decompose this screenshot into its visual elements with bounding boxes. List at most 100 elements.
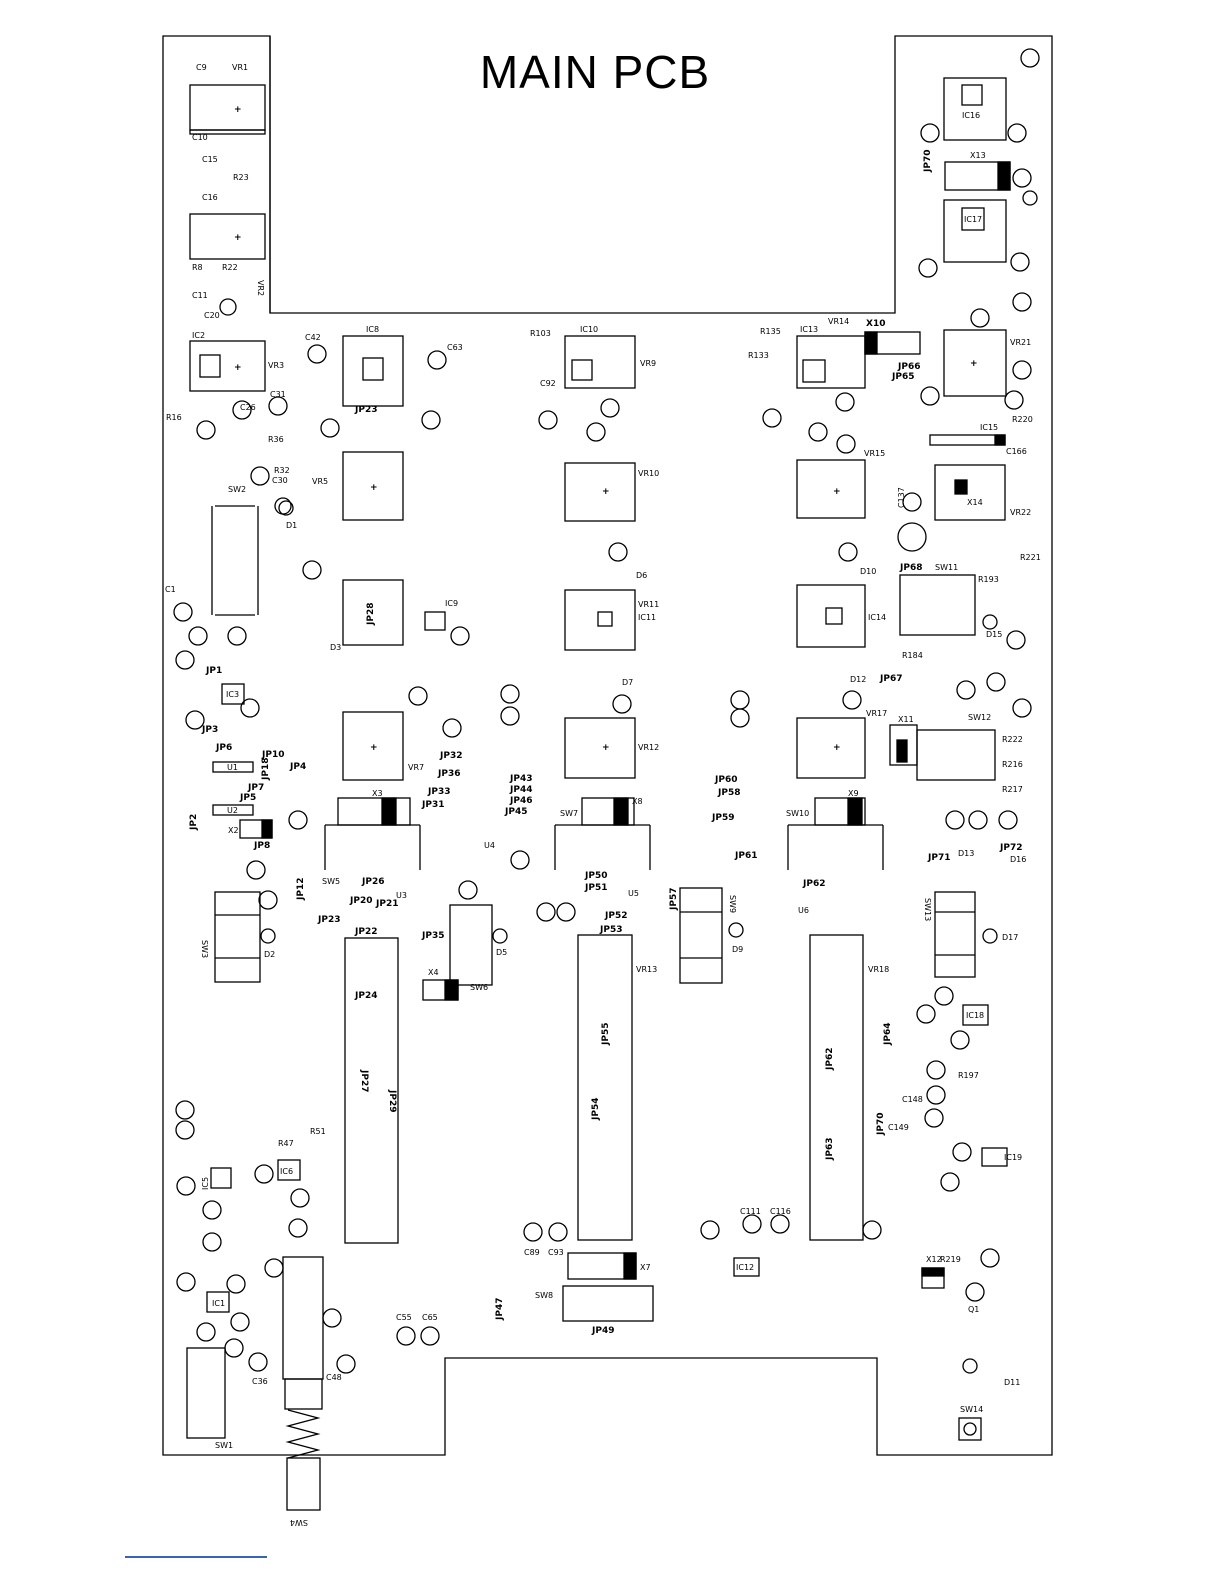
svg-text:JP59: JP59 — [711, 813, 734, 823]
svg-text:D2: D2 — [264, 950, 275, 959]
vr1-block: VR1 + — [189, 63, 266, 135]
svg-text:JP61: JP61 — [734, 851, 757, 861]
svg-text:C166: C166 — [1006, 447, 1027, 456]
svg-text:C26: C26 — [240, 403, 256, 412]
sw7-body: SW7 — [554, 809, 651, 870]
svg-text:JP36: JP36 — [437, 769, 460, 779]
svg-text:+: + — [833, 487, 841, 497]
x14-block: X14 VR22 — [897, 464, 1031, 552]
svg-text:D16: D16 — [1010, 855, 1026, 864]
svg-text:R221: R221 — [1020, 553, 1041, 562]
svg-text:C63: C63 — [447, 343, 463, 352]
svg-text:R36: R36 — [268, 435, 284, 444]
svg-text:JP3: JP3 — [201, 725, 218, 735]
svg-text:IC14: IC14 — [868, 613, 886, 622]
svg-text:C111: C111 — [740, 1207, 761, 1216]
svg-text:JP67: JP67 — [879, 674, 902, 684]
x9-block: X9 — [814, 789, 866, 826]
svg-text:D15: D15 — [986, 630, 1002, 639]
svg-text:R220: R220 — [1012, 415, 1033, 424]
svg-text:VR18: VR18 — [868, 965, 889, 974]
ic8-block: IC8 JP23 — [342, 325, 404, 415]
svg-text:JP8: JP8 — [253, 841, 270, 851]
svg-text:VR17: VR17 — [866, 709, 887, 718]
svg-text:JP51: JP51 — [584, 883, 607, 893]
svg-text:JP44: JP44 — [509, 785, 532, 795]
ic11-block: IC11 VR11 — [564, 589, 659, 651]
svg-text:JP64: JP64 — [883, 1023, 893, 1046]
svg-text:R197: R197 — [958, 1071, 979, 1080]
svg-text:+: + — [234, 105, 242, 115]
svg-text:C116: C116 — [770, 1207, 791, 1216]
svg-text:SW7: SW7 — [560, 809, 578, 818]
svg-text:VR7: VR7 — [408, 763, 424, 772]
svg-text:C93: C93 — [548, 1248, 564, 1257]
left-u-block: U1 U2 X2 JP8 JP7 JP5 JP4 JP10 JP6 JP3 JP… — [165, 585, 306, 851]
svg-text:JP26: JP26 — [361, 877, 384, 887]
svg-text:JP23: JP23 — [354, 405, 377, 415]
svg-text:IC16: IC16 — [962, 111, 980, 120]
svg-text:IC18: IC18 — [966, 1011, 984, 1020]
svg-text:JP23: JP23 — [317, 915, 340, 925]
svg-text:SW11: SW11 — [935, 563, 958, 572]
ic10-block: IC10 VR9 — [564, 325, 656, 389]
svg-text:JP71: JP71 — [927, 853, 950, 863]
sw3-block: SW3 — [200, 891, 261, 983]
sw9-block: SW9 — [679, 887, 737, 984]
svg-text:SW6: SW6 — [470, 983, 488, 992]
svg-text:IC19: IC19 — [1004, 1153, 1022, 1162]
svg-text:X11: X11 — [898, 715, 914, 724]
svg-text:+: + — [370, 483, 378, 493]
svg-text:IC8: IC8 — [366, 325, 379, 334]
svg-text:R193: R193 — [978, 575, 999, 584]
right-jumpers: JP66 JP65 JP68 JP67 JP71 JP72 JP64 JP70 … — [876, 150, 1022, 1136]
sw2-block: SW2 — [211, 485, 259, 616]
svg-text:+: + — [602, 743, 610, 753]
ref-labels: C42 C63 C31 C26 R16 R36 R32 C30 R103 C92… — [166, 327, 1041, 1386]
long-connector-middle: JP53 JP55 JP54 VR13 — [577, 925, 657, 1241]
svg-text:JP60: JP60 — [714, 775, 737, 785]
svg-text:R8: R8 — [192, 263, 203, 272]
svg-text:JP2: JP2 — [189, 814, 199, 831]
svg-text:R22: R22 — [222, 263, 238, 272]
jp24-block: JP28 IC9 — [342, 579, 458, 646]
svg-text:JP4: JP4 — [289, 762, 306, 772]
svg-text:X3: X3 — [372, 789, 383, 798]
x3-block: X3 — [337, 789, 411, 826]
ic2-vr3-block: IC2 VR3 + — [189, 331, 284, 392]
svg-text:R16: R16 — [166, 413, 182, 422]
sw12-block: SW12 X11 — [889, 713, 996, 781]
svg-text:C11: C11 — [192, 291, 208, 300]
svg-text:X14: X14 — [967, 498, 983, 507]
svg-text:R222: R222 — [1002, 735, 1023, 744]
svg-text:VR12: VR12 — [638, 743, 659, 752]
svg-text:X7: X7 — [640, 1263, 651, 1272]
svg-text:JP10: JP10 — [261, 750, 284, 760]
svg-text:JP45: JP45 — [504, 807, 527, 817]
svg-text:JP66: JP66 — [897, 362, 920, 372]
svg-text:JP65: JP65 — [891, 372, 914, 382]
ic16-block: IC16 — [943, 77, 1007, 141]
svg-text:C20: C20 — [204, 311, 220, 320]
svg-text:VR10: VR10 — [638, 469, 659, 478]
svg-text:JP70: JP70 — [923, 150, 933, 173]
svg-text:SW12: SW12 — [968, 713, 991, 722]
x7-sw8-block: X7 SW8 JP49 — [535, 1252, 654, 1336]
ic19-block: IC19 — [981, 1147, 1022, 1167]
left-top-parts: C9 C10 C15 C16 R23 R8 R22 C11 C20 — [192, 63, 249, 320]
svg-text:C42: C42 — [305, 333, 321, 342]
svg-text:JP7: JP7 — [247, 783, 264, 793]
svg-text:C149: C149 — [888, 1123, 909, 1132]
svg-text:Q1: Q1 — [968, 1305, 979, 1314]
svg-text:C92: C92 — [540, 379, 556, 388]
svg-text:D6: D6 — [636, 571, 647, 580]
bottom-accent-line — [125, 1556, 267, 1558]
svg-text:JP49: JP49 — [591, 1326, 614, 1336]
svg-text:R133: R133 — [748, 351, 769, 360]
sw11-block: SW11 — [899, 563, 976, 636]
svg-text:JP29: JP29 — [387, 1089, 397, 1112]
svg-text:R51: R51 — [310, 1127, 326, 1136]
sw14-block: SW14 D11 — [958, 1378, 1020, 1441]
sw13-block: SW13 — [923, 891, 976, 978]
